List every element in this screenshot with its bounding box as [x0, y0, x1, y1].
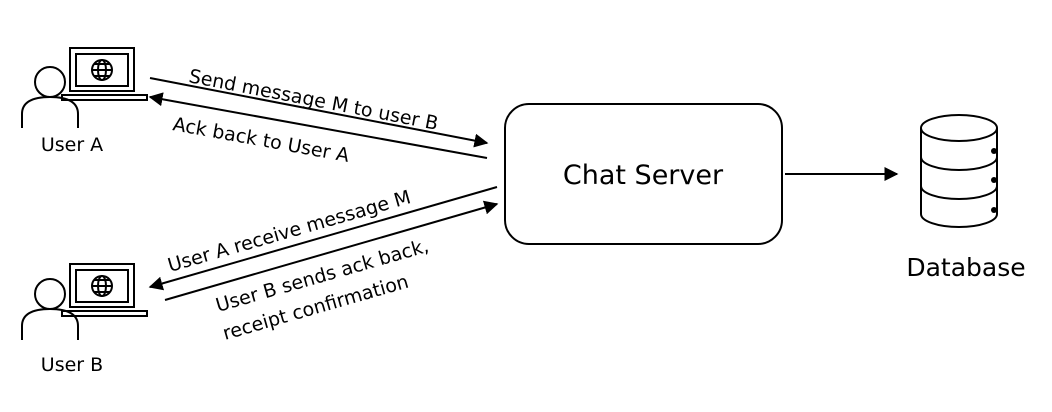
arrow-receive-message	[148, 186, 498, 291]
person-icon	[21, 66, 79, 128]
laptop-globe-icon	[61, 263, 148, 317]
user-a-node: User A	[21, 47, 148, 156]
user-b-node: User B	[21, 263, 148, 376]
user-b-label: User B	[41, 354, 103, 376]
arrow-ack-to-user-a	[148, 92, 488, 159]
user-a-label: User A	[41, 134, 103, 156]
database-icon	[920, 114, 998, 228]
arrow-ack-from-user-b	[164, 200, 499, 301]
database-node: Database	[906, 114, 1026, 282]
chat-server-label: Chat Server	[563, 160, 724, 191]
person-icon	[21, 278, 79, 340]
ack-to-user-a-label: Ack back to User A	[171, 113, 351, 167]
database-label: Database	[906, 253, 1025, 282]
laptop-globe-icon	[61, 47, 148, 101]
arrow-send-message	[149, 77, 489, 148]
chat-server-box	[504, 103, 783, 245]
chat-server-node: Chat Server	[504, 103, 783, 245]
